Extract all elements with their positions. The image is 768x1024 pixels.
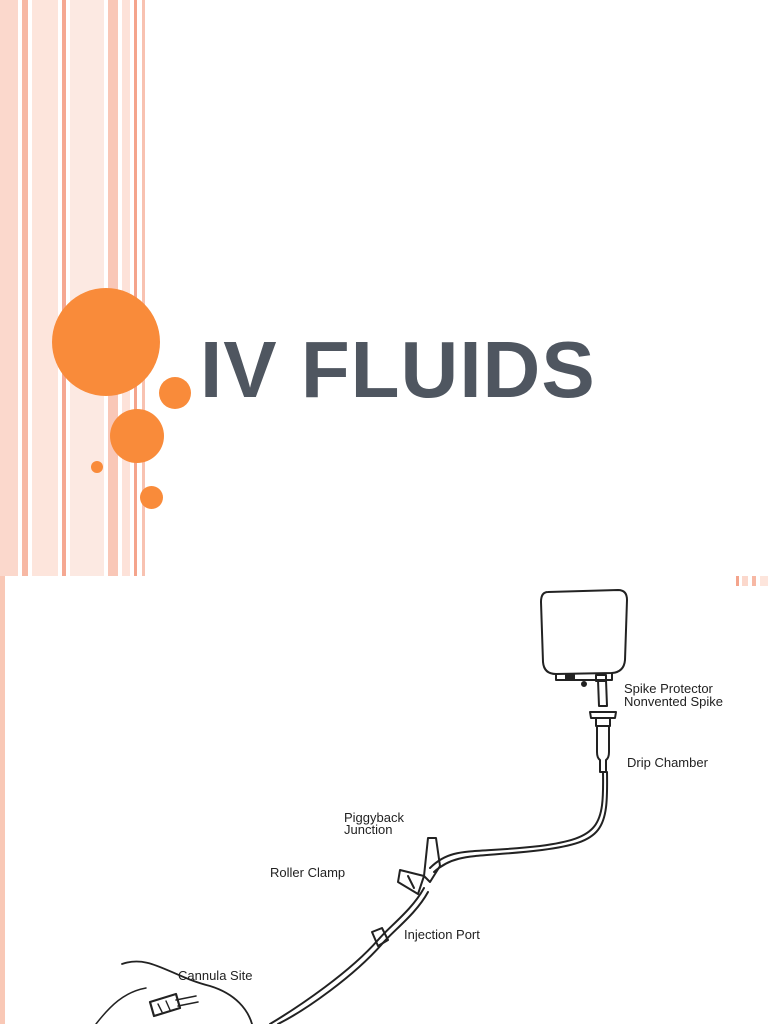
drip-chamber (596, 725, 610, 773)
label-drip-chamber: Drip Chamber (627, 755, 708, 770)
label-junction: Junction (344, 822, 393, 837)
injection-port (371, 927, 389, 947)
piggyback-junction (423, 837, 441, 883)
iv-set-drawing (95, 589, 628, 1024)
title-slide: IV FLUIDS (0, 0, 596, 576)
label-injection-port: Injection Port (404, 927, 480, 942)
label-spike-protector: Spike Protector (624, 681, 713, 696)
decorative-circle (110, 409, 164, 463)
diagram-edge-stripes (736, 576, 768, 586)
patient-arm (121, 960, 253, 1024)
decorative-circle-tiny (91, 461, 103, 473)
stripe (62, 0, 66, 576)
stripe (22, 0, 28, 576)
stripe (32, 0, 58, 576)
stripe (0, 0, 18, 576)
iv-set-diagram: Spike Protector Nonvented Spike Drip Cha… (0, 576, 768, 1024)
cannula (148, 992, 182, 1018)
stripe (122, 0, 130, 576)
decorative-circle-small (140, 486, 163, 509)
decorative-circle (159, 377, 191, 409)
label-cannula-site: Cannula Site (178, 968, 253, 983)
roller-clamp (397, 869, 425, 895)
decorative-circle-large (52, 288, 160, 396)
label-piggyback: Piggyback (344, 810, 404, 825)
stripe (134, 0, 137, 576)
iv-tubing (429, 771, 605, 869)
nonvented-spike (589, 711, 617, 719)
decorative-stripes (0, 0, 150, 576)
label-roller-clamp: Roller Clamp (270, 865, 346, 880)
label-nonvented-spike: Nonvented Spike (624, 694, 724, 709)
iv-bag (540, 589, 628, 675)
diagram-edge-stripe (0, 576, 5, 1024)
spike-protector (597, 679, 608, 707)
slide-title: IV FLUIDS (200, 325, 596, 414)
stripe (142, 0, 145, 576)
